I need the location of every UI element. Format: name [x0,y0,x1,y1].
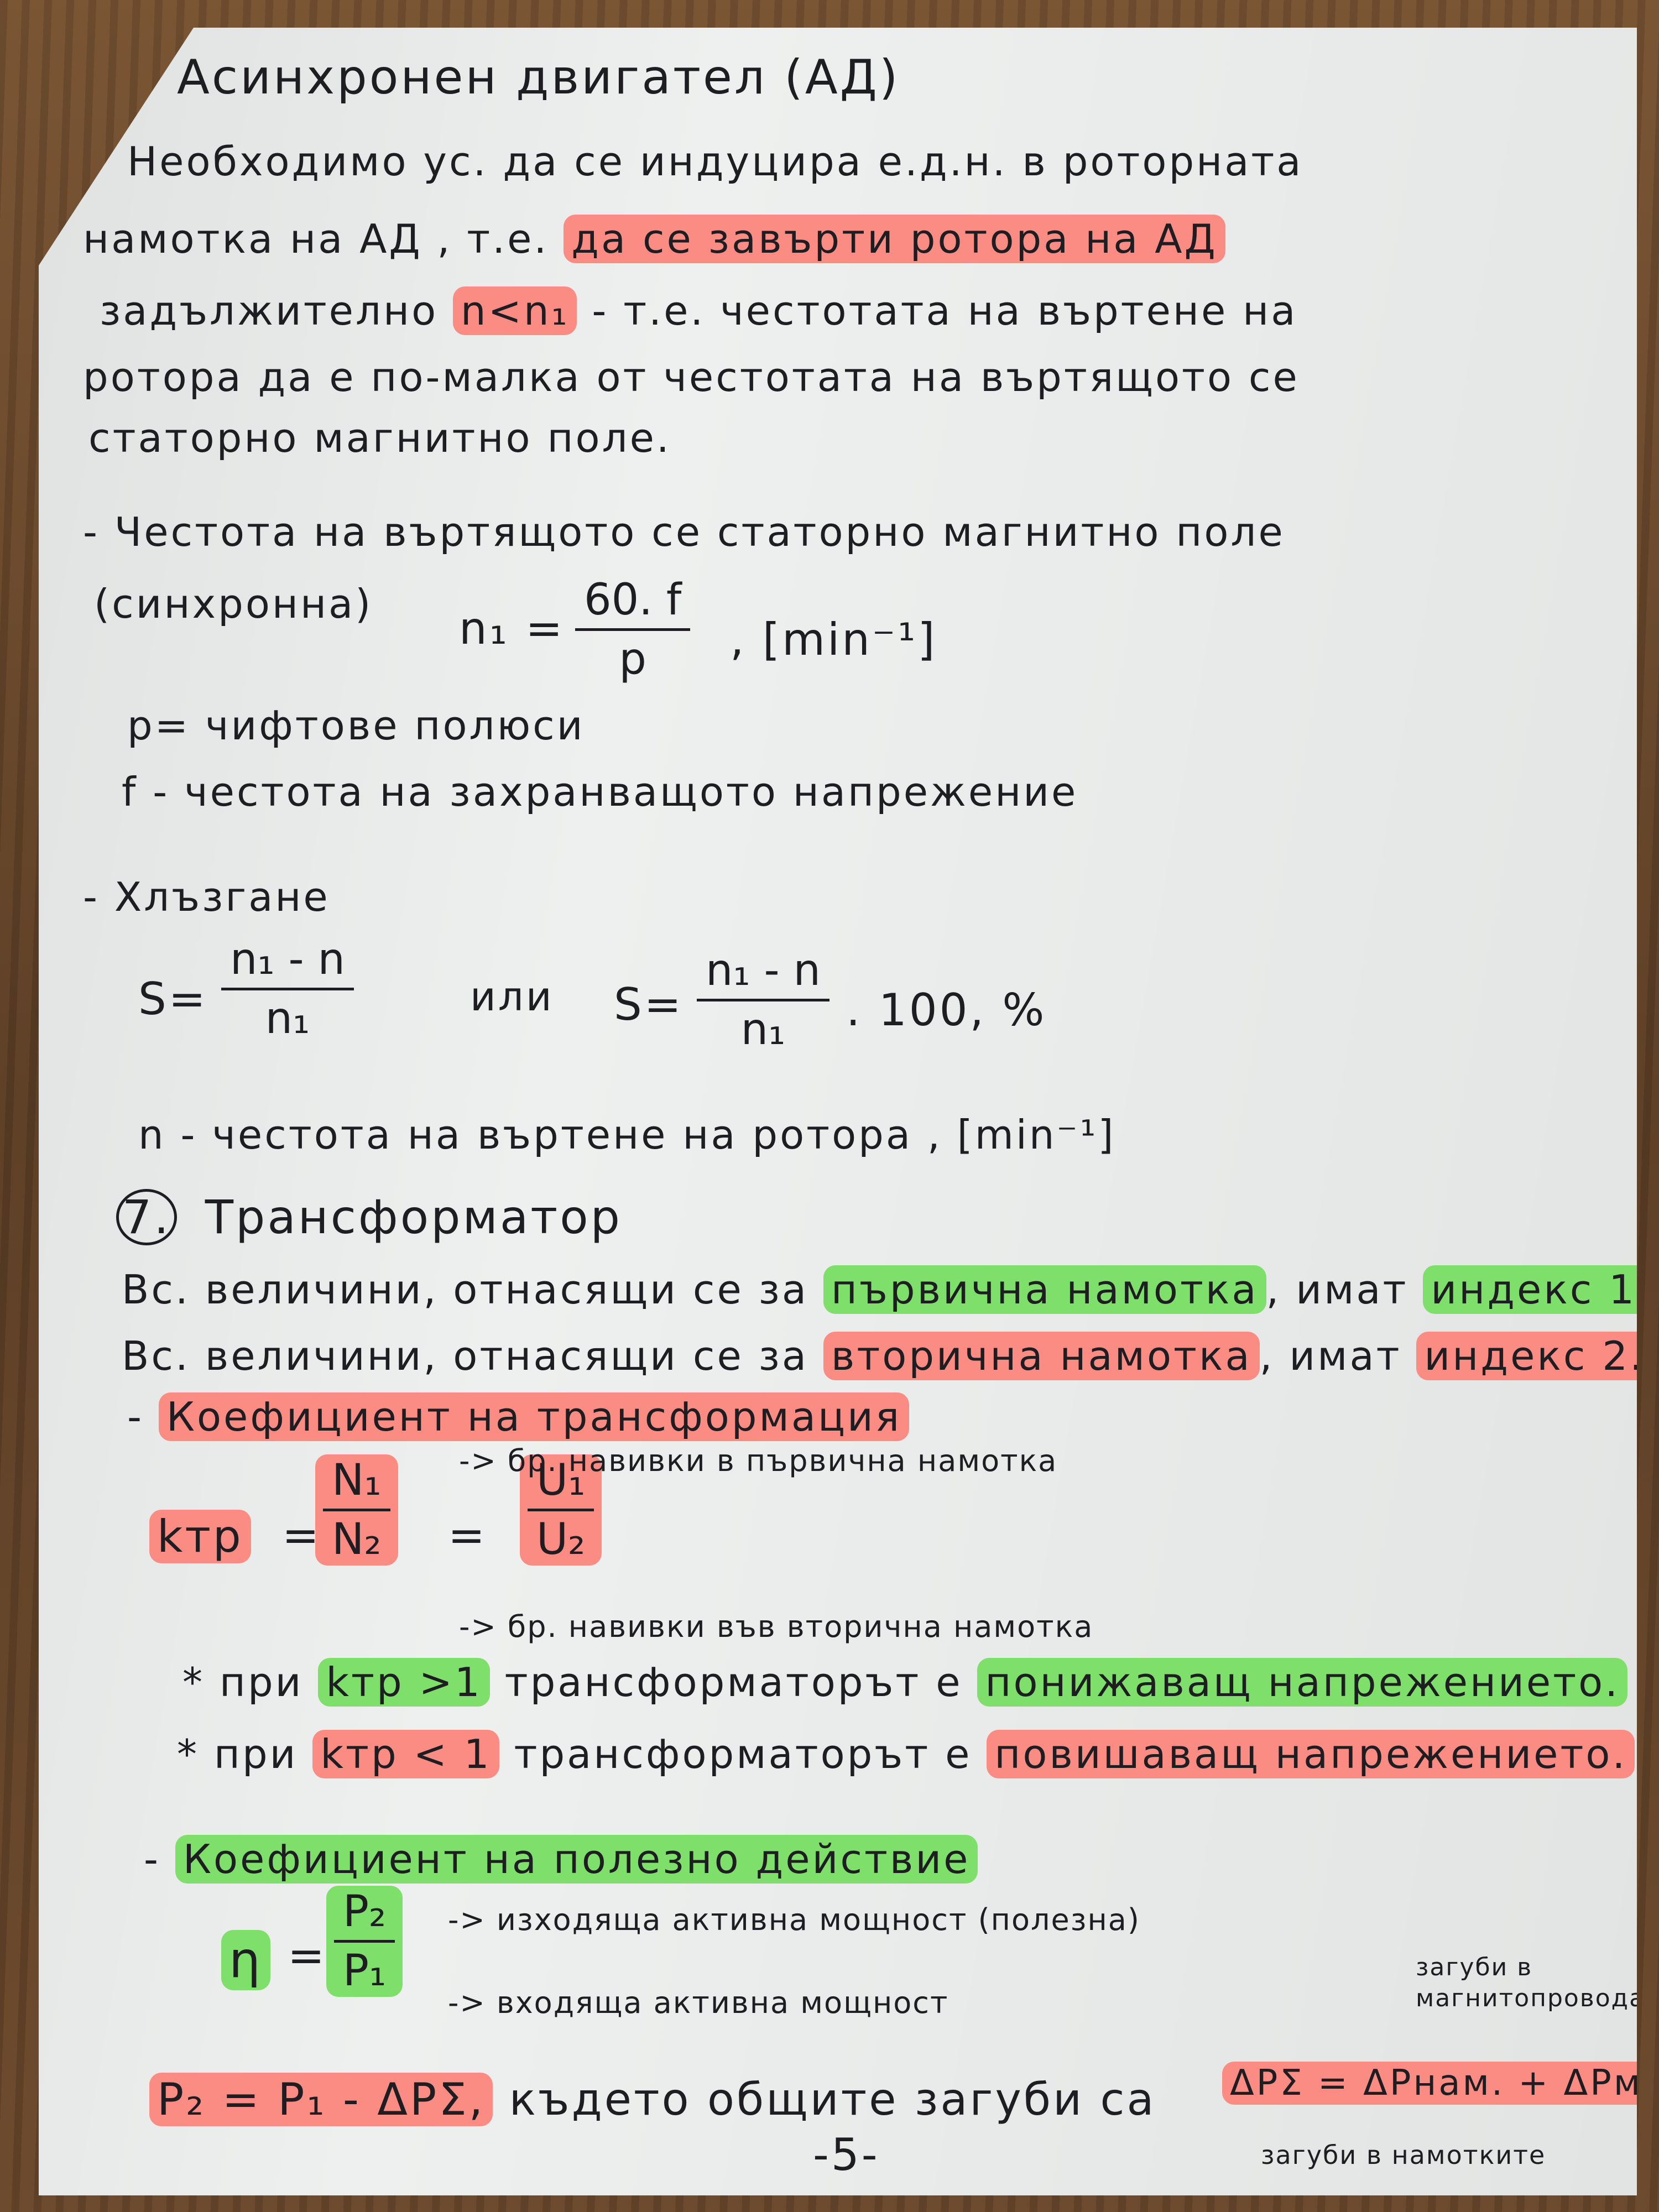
highlight-k-less-1: kтр < 1 [312,1730,499,1778]
case-step-down: * при kтр >1 трансформаторът е понижаващ… [182,1658,1628,1707]
k-eq-1: = [282,1510,322,1561]
highlight-p2-formula: P₂ = P₁ - ΔPΣ, [149,2073,493,2126]
index2-line: Вс. величини, отнасящи се за вторична на… [122,1332,1637,1380]
highlight-index-1: индекс 1. [1423,1265,1637,1314]
highlight-secondary-winding: вторична намотка [823,1332,1260,1380]
loss-winding-note: загуби в намотките [1261,2140,1546,2170]
slip-fraction: n₁ - n n₁ [221,935,354,1044]
index1-line: Вс. величини, отнасящи се за първична на… [122,1265,1637,1314]
highlight-primary-winding: първична намотка [823,1265,1266,1314]
highlight-k-greater-1: kтр >1 [318,1658,490,1707]
slip2-tail: . 100, % [846,984,1047,1036]
highlight-coef-transformation: Коефициент на трансформация [158,1392,910,1441]
k-lhs: kтр [149,1510,251,1563]
slip-or: или [470,973,554,1020]
loss-core-note: загуби в магнитопровода [1416,1953,1646,2012]
f-definition: f - честота на захранващото напрежение [122,769,1078,815]
highlight-efficiency: Коефициент на полезно действие [175,1835,978,1884]
p2-formula: P₂ = P₁ - ΔPΣ, където общите загуби са [149,2073,1156,2126]
highlight-step-down: понижаващ напрежението. [977,1658,1628,1707]
highlight-rotate-rotor: да се завърти ротора на АД [564,215,1225,263]
p2-note: -> изходяща активна мощност (полезна) [448,1902,1140,1937]
coef-transformation-heading: - Коефициент на трансформация [127,1392,910,1441]
n1-fraction: 60. f p [575,575,691,684]
intro-line-5: статорно магнитно поле. [88,415,671,461]
k-eq-2: = [448,1510,488,1561]
notebook-page: Асинхронен двигател (АД) Необходимо ус. … [39,28,1637,2195]
n2-note: -> бр. навивки във вторична намотка [459,1609,1094,1644]
page-title: Асинхронен двигател (АД) [177,50,900,105]
slip-heading: - Хлъзгане [83,874,330,920]
highlight-step-up: повишаващ напрежението. [987,1730,1635,1778]
p-definition: p= чифтове полюси [127,702,585,749]
intro-line-2: намотка на АД , т.е. да се завърти ротор… [83,215,1225,263]
loss-formula: ΔPΣ = ΔPнам. + ΔPмп [1222,2062,1637,2105]
slip-lhs: S= [138,973,208,1025]
intro-line-1: Необходимо ус. да се индуцира е.д.н. в р… [127,138,1303,185]
slip2-lhs: S= [614,979,684,1030]
highlight-n-less-n1: n<n₁ [453,286,577,335]
k-fraction-windings: N₁ N₂ [315,1454,398,1566]
case-step-up: * при kтр < 1 трансформаторът е повишава… [177,1730,1635,1778]
transformer-heading: 7. Трансформатор [116,1189,622,1245]
highlight-index-2: индекс 2. [1416,1332,1637,1380]
k-fraction-voltages: U₁ U₂ [520,1454,602,1566]
n-definition: n - честота на въртене на ротора , [min⁻… [138,1112,1116,1158]
sync-heading: - Честота на въртящото се статорно магни… [83,509,1285,555]
slip2-fraction: n₁ - n n₁ [697,946,830,1055]
eta-eq: = [288,1930,327,1981]
p1-note: -> входяща активна мощност [448,1985,949,2020]
page-number: -5- [813,2129,880,2180]
highlight-loss-formula: ΔPΣ = ΔPнам. + ΔPмп [1222,2062,1637,2105]
section-number: 7. [116,1189,177,1245]
n1-unit: , [min⁻¹] [730,614,937,665]
sync-label: (синхронна) [94,581,373,627]
intro-line-3: задължително n<n₁ - т.е. честотата на въ… [100,286,1298,335]
intro-line-4: ротора да е по-малка от честотата на вър… [83,354,1300,400]
eta-fraction: P₂ P₁ [326,1886,403,1997]
efficiency-heading: - Коефициент на полезно действие [144,1835,978,1884]
n1-note: -> бр. навивки в първична намотка [459,1443,1058,1478]
n1-formula-lhs: n₁ = [459,603,565,654]
eta-symbol: η [221,1930,271,1990]
